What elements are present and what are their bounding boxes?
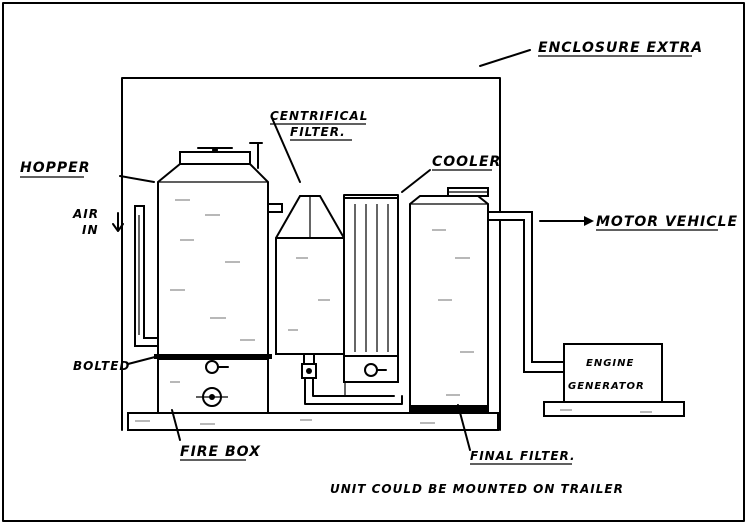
label-final-filter: FINAL FILTER.: [470, 449, 576, 463]
label-hopper: HOPPER: [20, 160, 90, 176]
motor-vehicle-arrow-icon: [539, 216, 594, 226]
centrifical-filter: [275, 195, 345, 379]
cooler: [343, 197, 399, 383]
bolted-flange: [154, 354, 272, 359]
fire-box: [157, 358, 269, 414]
label-enclosure-extra: ENCLOSURE EXTRA: [538, 40, 703, 56]
label-motor-vehicle: MOTOR VEHICLE: [596, 214, 738, 230]
label-engine: ENGINE: [586, 358, 634, 369]
hopper-outlet-pipe: [267, 203, 283, 213]
label-cooler: COOLER: [432, 154, 501, 170]
base-platform: [127, 412, 499, 431]
hopper: [157, 142, 269, 357]
label-air: AIR: [72, 207, 99, 221]
label-in: IN: [82, 223, 99, 237]
label-filter: FILTER.: [290, 125, 346, 139]
caption-trailer: UNIT COULD BE MOUNTED ON TRAILER: [330, 482, 624, 496]
final-filter: [409, 187, 489, 413]
engine-generator: [543, 343, 685, 417]
enclosure-outline: [121, 77, 501, 431]
air-inlet-pipe: [134, 205, 159, 347]
label-generator: GENERATOR: [568, 381, 645, 392]
air-in-arrow-icon: [112, 212, 124, 232]
label-bolted: BOLTED: [73, 359, 130, 373]
label-fire-box: FIRE BOX: [180, 444, 261, 460]
label-centrifical: CENTRIFICAL: [270, 109, 368, 123]
leader-lines: [119, 49, 531, 451]
